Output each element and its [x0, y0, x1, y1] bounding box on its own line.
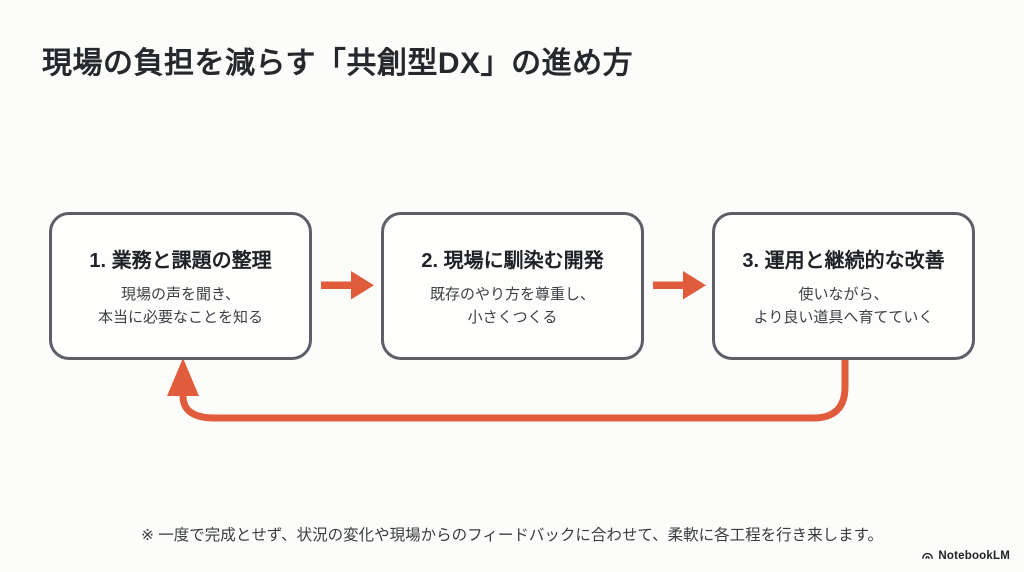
step-1-description-line1: 現場の声を聞き、: [121, 285, 240, 303]
step-3-description-line1: 使いながら、: [798, 285, 889, 303]
step-1-description-line2: 本当に必要なことを知る: [97, 308, 263, 326]
step-box-1: 1. 業務と課題の整理 現場の声を聞き、 本当に必要なことを知る: [49, 212, 312, 360]
notebooklm-logo-icon: [921, 549, 934, 562]
footnote-text: ※ 一度で完成とせず、状況の変化や現場からのフィードバックに合わせて、柔軟に各工…: [140, 527, 884, 544]
step-3-title: 3. 運用と継続的な改善: [742, 249, 945, 272]
step-2-description-line2: 小さくつくる: [467, 308, 558, 326]
step-3-description-line2: より良い道具へ育てていく: [753, 308, 934, 326]
step-1-title: 1. 業務と課題の整理: [89, 249, 272, 272]
step-box-3: 3. 運用と継続的な改善 使いながら、 より良い道具へ育てていく: [712, 212, 975, 360]
notebooklm-watermark-label: NotebookLM: [938, 549, 1010, 562]
feedback-loop-arrow: [167, 358, 849, 422]
step-2-description: 既存のやり方を尊重し、 小さくつくる: [430, 283, 595, 329]
step-box-2: 2. 現場に馴染む開発 既存のやり方を尊重し、 小さくつくる: [381, 212, 644, 360]
step-1-description: 現場の声を聞き、 本当に必要なことを知る: [98, 283, 263, 329]
flow-arrow-step2-to-step3: [653, 271, 706, 300]
step-2-title: 2. 現場に馴染む開発: [421, 249, 604, 272]
page-title: 現場の負担を減らす「共創型DX」の進め方: [42, 47, 634, 80]
flow-arrow-step1-to-step2: [321, 271, 374, 300]
step-3-description: 使いながら、 より良い道具へ育てていく: [754, 283, 934, 329]
notebooklm-watermark: NotebookLM: [921, 549, 1010, 562]
step-2-description-line1: 既存のやり方を尊重し、: [429, 285, 595, 303]
